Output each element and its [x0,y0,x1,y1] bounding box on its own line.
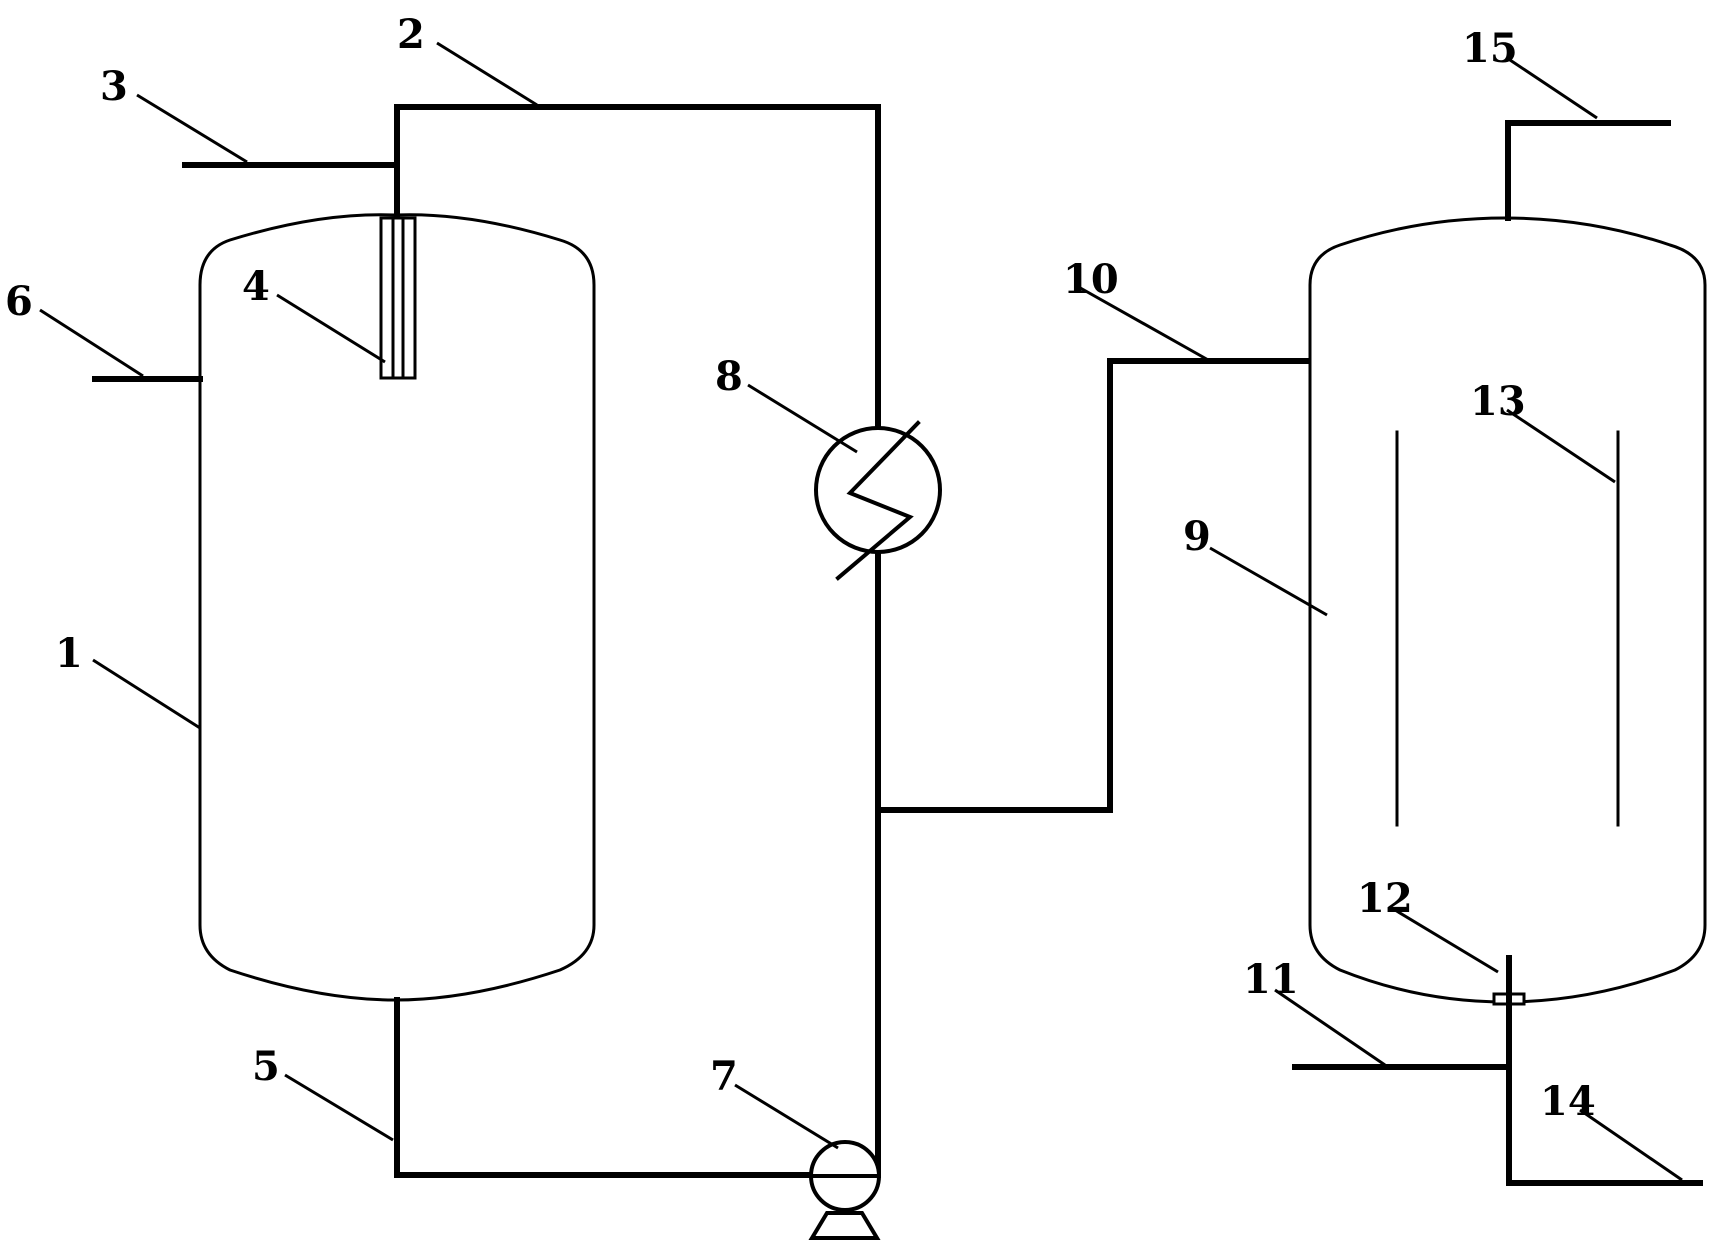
label-7: 7 [710,1053,738,1100]
pipe-15-top-outlet [1505,120,1671,221]
label-1: 1 [55,630,83,677]
heat-exchanger-8 [814,420,942,581]
pipe-to-vessel-9 [875,358,1313,813]
label-5: 5 [252,1043,280,1090]
label-4: 4 [242,263,270,310]
label-9: 9 [1183,513,1211,560]
pipe-2-top-return [394,104,881,1178]
label-15: 15 [1462,25,1518,72]
label-14: 14 [1540,1078,1596,1125]
pump-7 [808,1140,881,1240]
label-12: 12 [1357,875,1413,922]
label-6: 6 [5,278,33,325]
label-8: 8 [715,353,743,400]
labels: 2 3 4 6 1 5 7 8 10 9 13 12 11 14 15 [5,11,1596,1125]
pipe-5-bottom-outlet [394,997,818,1178]
leader-lines [39,41,1683,1182]
label-2: 2 [397,11,425,58]
label-10: 10 [1063,256,1119,303]
label-13: 13 [1470,378,1526,425]
dip-pipe-4 [379,216,417,380]
label-11: 11 [1243,956,1299,1003]
pipe-14-outlet [1506,999,1703,1186]
vessel-9 [1308,216,1707,1004]
label-3: 3 [100,63,128,110]
internal-element-13 [1395,430,1620,827]
vessel-1 [198,213,596,1002]
